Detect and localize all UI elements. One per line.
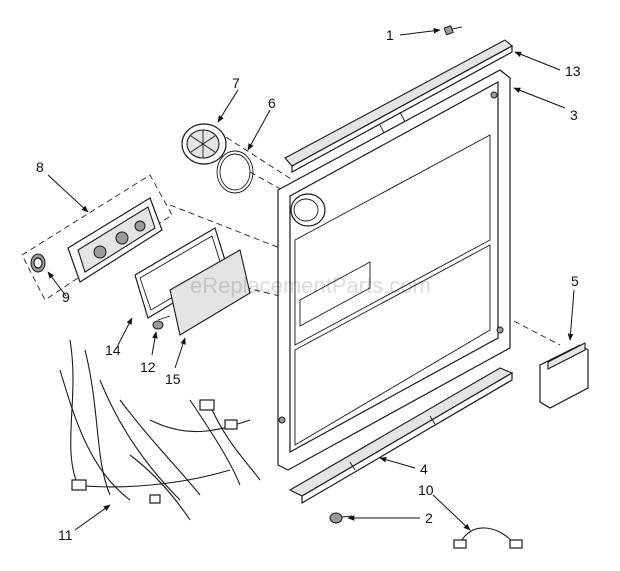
callout-labels: 1 2 3 4 5 6 7 8 9 10 11 12 13 14 15 (36, 27, 581, 543)
dispenser-cap (181, 123, 227, 165)
gasket-ring (216, 150, 254, 194)
screw-12 (152, 315, 171, 330)
callout-1: 1 (386, 27, 394, 43)
callout-leaders (47, 28, 575, 531)
inner-door-panel (277, 69, 511, 471)
control-knob (30, 253, 46, 273)
wire-harness (59, 339, 261, 521)
control-module-group (21, 174, 173, 301)
top-trim-strip (284, 39, 513, 174)
callout-11: 11 (58, 527, 73, 543)
callout-15: 15 (165, 371, 181, 387)
callout-6: 6 (268, 95, 276, 111)
bottom-trim-rail (288, 367, 514, 505)
callout-14: 14 (105, 342, 121, 358)
callout-8: 8 (36, 159, 44, 175)
side-bracket (539, 342, 589, 409)
callout-12: 12 (140, 359, 156, 375)
callout-2: 2 (425, 510, 433, 526)
screw-1 (443, 25, 463, 36)
callout-3: 3 (570, 107, 578, 123)
callout-13: 13 (565, 63, 581, 79)
short-cable (453, 527, 523, 549)
callout-4: 4 (420, 461, 428, 477)
board-insulation (169, 249, 251, 336)
callout-7: 7 (232, 75, 240, 91)
callout-9: 9 (62, 289, 70, 305)
callout-10: 10 (418, 482, 434, 498)
callout-5: 5 (571, 273, 579, 289)
panel-dispenser-opening (290, 193, 326, 227)
watermark-text: eReplacementParts.com (190, 273, 431, 298)
